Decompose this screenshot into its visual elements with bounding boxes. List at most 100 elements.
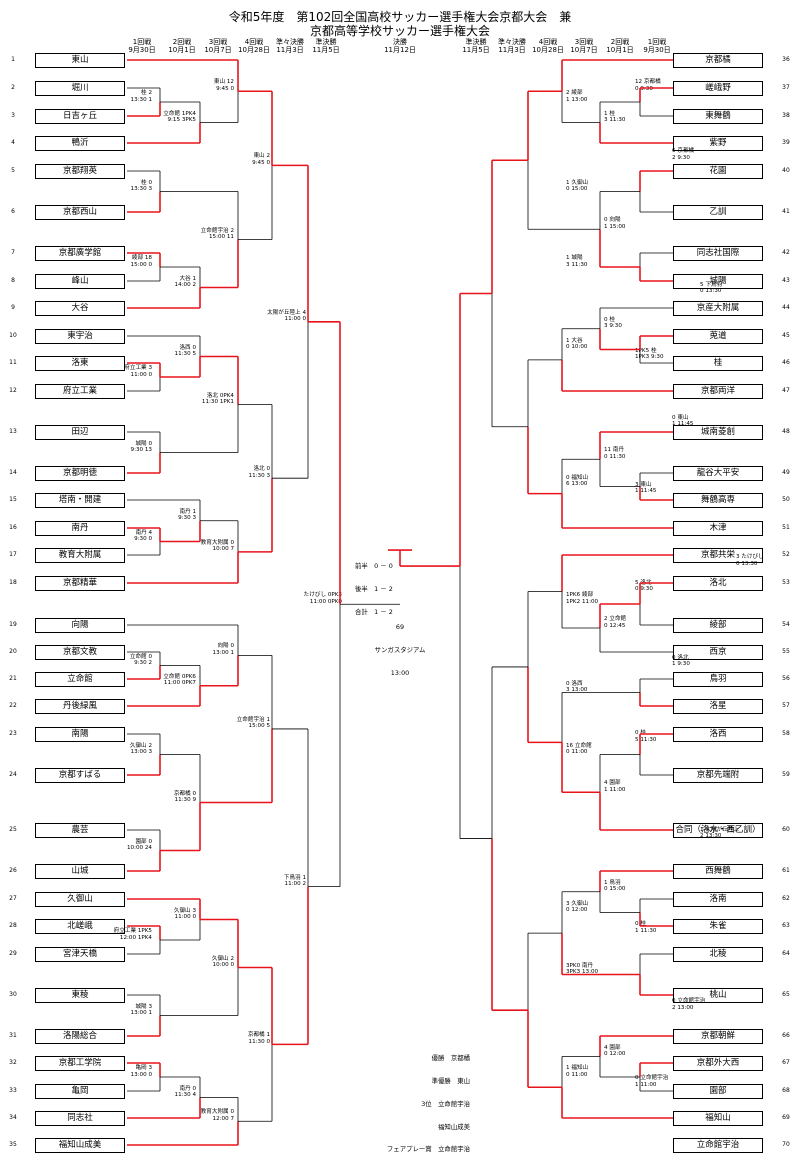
score-row-bottom: 9:30 2 [130,660,152,667]
team-number: 53 [782,579,790,586]
score-top: 4 [148,529,152,536]
score-row-top: 城陽 3 [131,1004,152,1011]
score-bottom: 3 [604,117,608,123]
final-score-box: 前半 0 － 0 後半 1 － 2 合計 1 － 2 [355,548,393,632]
team-box: 洛陽総合 [35,1028,125,1044]
score-top: 0 [192,344,196,351]
award-third-2: 福知山成美 [438,1122,470,1131]
score-row-top: 太陽が丘陸上 4 [267,310,306,317]
score-row-bottom: 1 11:30 [635,928,656,935]
match-time: 11:00 [571,1071,588,1078]
score-top: 0 [672,654,676,661]
score-row-bottom: 11:00 2 [284,881,306,888]
match-time: 13:30 [741,560,758,567]
score-row-bottom: 13:00 1 [213,650,234,657]
score-row-top: 1PK6 綾部 [566,592,598,599]
team-number: 11 [9,359,17,366]
team-box: 洛西 [673,726,763,742]
match-venue: 桂 [141,90,147,96]
score-top: 6 [672,148,676,155]
score-top: 0 [230,539,234,546]
team-box: 京都先端附 [673,767,763,783]
score-bottom: 13 [144,447,152,453]
score-row-bottom: 3 11:30 [604,117,625,124]
score-row-bottom: 11:00 0PK7 [163,680,196,687]
match-venue: 向陽 [217,643,229,650]
match-time: 9:30 [609,323,622,330]
team-number: 66 [782,1032,790,1039]
team-box: 龍谷大平安 [673,465,763,481]
match-time: 9:30 [677,661,690,668]
match-venue: 立命館宇治 [677,998,706,1005]
score-row-bottom: 0 12:00 [566,907,588,914]
match-venue: 桂 [609,316,615,323]
match-venue: 南丹 [135,529,147,536]
score-row-top: 1 城陽 [566,255,587,262]
score-bottom: 2 [148,660,152,666]
team-box: 東宇治 [35,328,125,344]
round-name: 4回戦 [538,38,558,46]
score-bottom: 0 [604,622,608,629]
score-row-top: 亀岡 3 [131,1065,152,1072]
score-bottom: 3 [266,472,270,479]
round-date: 10月7日 [570,46,598,54]
score-bottom: 3PK3 [566,969,581,975]
score-row-bottom: 11:00 0 [124,372,152,379]
match-venue: 立命館 [609,616,627,622]
round-name: 2回戦 [172,38,192,46]
score-bottom: 9 [192,797,196,803]
team-box: 京都明徳 [35,465,125,481]
score-row-bottom: 2 9:30 [672,155,694,162]
team-box: 久御山 [35,891,125,907]
score-row-bottom: 0 11:00 [566,749,592,756]
team-number: 18 [9,579,17,586]
match-venue: 東山 [253,153,265,160]
score-bottom: 0 [266,159,270,166]
score-row-bottom: 0 9:30 [635,586,653,593]
score-bottom: 0 [736,560,740,567]
score-top: 1 [566,179,570,186]
team-number: 59 [782,771,790,778]
score-bottom: 0 [148,371,152,378]
match-venue: 立命館 [129,653,147,660]
score-bottom: 0 [302,316,306,323]
match-venue: 桂 [640,921,646,928]
score-row-top: 綾部 18 [131,255,152,262]
score-top: 0 [192,1085,196,1092]
team-number: 12 [9,387,17,394]
score-top: 2 [266,153,270,160]
team-number: 30 [9,991,17,998]
score-row-top: 1 大谷 [566,338,587,345]
title-line-2: 京都高等学校サッカー選手権大会 [309,24,490,38]
score-bottom: 1 [635,1081,639,1088]
round-name: 2回戦 [610,38,630,46]
team-box: 宮津天橋 [35,946,125,962]
score-bottom: 2 [302,881,306,888]
team-box: 舞鶴高専 [673,492,763,508]
score-top: 1 [700,826,704,833]
score-top: 12 [635,79,643,86]
score-row-bottom: 15:00 5 [237,723,270,730]
team-box: 鳥羽 [673,671,763,687]
match-time: 13:30 [705,833,722,840]
score-row-bottom: 9:45 0 [214,86,234,93]
team-box: 京都朝鮮 [673,1028,763,1044]
award-fairplay: フェアプレー賞 立命館宇治 [386,1145,470,1154]
score-top: 0 [604,217,608,224]
score-top: 0 [635,921,639,928]
team-box: 城陽 [673,273,763,289]
award-runner-up: 準優勝 東山 [431,1076,470,1085]
match-venue: 亀岡 [135,1065,147,1071]
score-row-bottom: 14:00 2 [175,282,196,289]
